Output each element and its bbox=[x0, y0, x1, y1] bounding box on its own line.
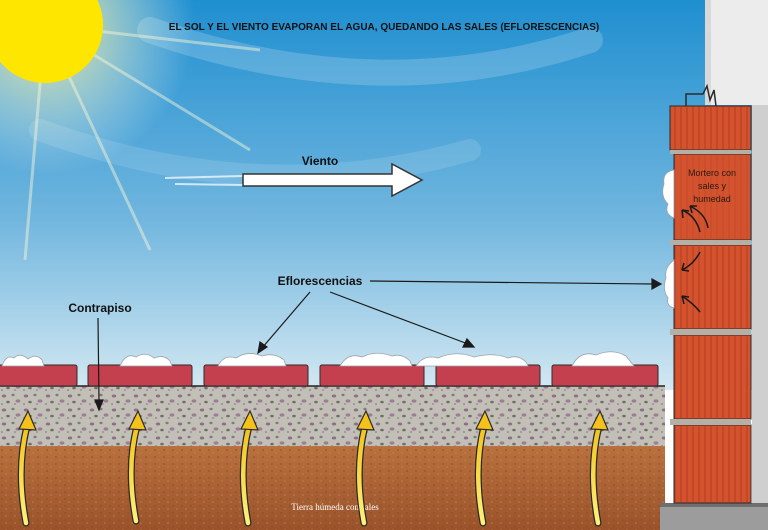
arrow-up-icon bbox=[17, 409, 37, 527]
pointer-arrowhead bbox=[257, 340, 269, 355]
subfloor-pointer bbox=[94, 317, 104, 412]
mortar-label-line-1: Mortero con bbox=[688, 168, 736, 178]
arrow-up-icon bbox=[355, 409, 375, 527]
subfloor-layer bbox=[0, 386, 665, 446]
pointer-line bbox=[261, 291, 311, 349]
wall-upper-background bbox=[705, 0, 768, 105]
pointer-arrowhead bbox=[462, 337, 476, 348]
floor-tile bbox=[551, 364, 659, 387]
arrow-up-icon bbox=[127, 409, 147, 525]
arrow-right-icon bbox=[164, 162, 424, 198]
floor-tile bbox=[203, 364, 309, 387]
wall-salt-deposits bbox=[662, 169, 675, 309]
sun-icon bbox=[0, 0, 261, 261]
arrow-up-icon bbox=[474, 409, 494, 527]
floor-tiles bbox=[0, 364, 659, 387]
arrow-up-icon bbox=[239, 409, 259, 527]
salt-deposits bbox=[1, 351, 635, 367]
mortar-moisture-arrows bbox=[681, 205, 709, 313]
efflorescence-pointers bbox=[257, 277, 663, 355]
wind-label: Viento bbox=[302, 154, 338, 168]
soil-label: Tierra húmeda con sales bbox=[291, 502, 379, 512]
rising-moisture-arrows bbox=[17, 409, 609, 527]
brick-wall bbox=[669, 83, 752, 504]
pointer-line bbox=[329, 291, 469, 345]
floor-tile bbox=[435, 364, 541, 387]
pointer-arrowhead bbox=[651, 277, 663, 291]
arrow-up-icon bbox=[589, 409, 609, 527]
diagram-title: EL SOL Y EL VIENTO EVAPORAN EL AGUA, QUE… bbox=[169, 22, 599, 33]
efflorescence-label: Eflorescencias bbox=[278, 274, 363, 288]
floor-tile bbox=[0, 364, 78, 387]
mortar-label-line-2: sales y bbox=[698, 181, 727, 191]
floor-tile bbox=[319, 364, 425, 387]
wall-side bbox=[752, 105, 768, 530]
floor-tile bbox=[87, 364, 193, 387]
wind-haze bbox=[137, 17, 603, 86]
mortar-label-line-3: humedad bbox=[693, 194, 731, 204]
pointer-line bbox=[369, 280, 655, 285]
foundation bbox=[660, 503, 768, 530]
subfloor-label: Contrapiso bbox=[68, 301, 131, 315]
